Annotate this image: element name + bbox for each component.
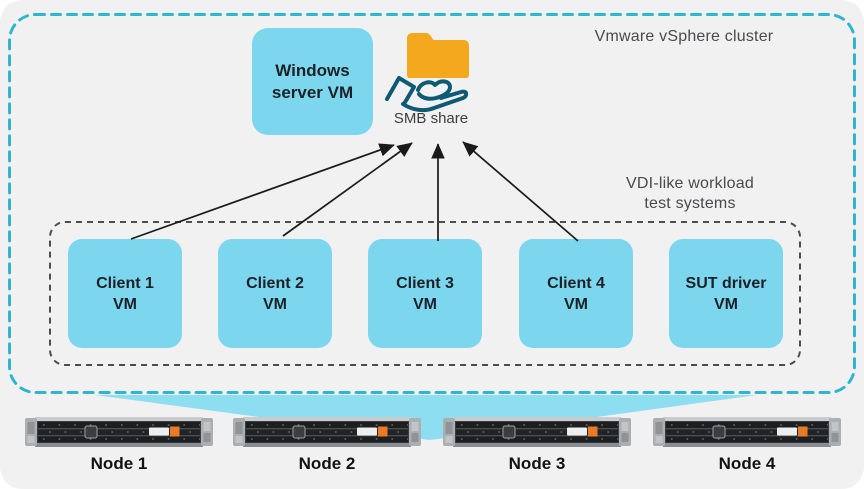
client-1-label-line1: Client 1 [96,274,154,292]
client-4-label-line1: Client 4 [547,274,605,292]
workload-label-line1: VDI-like workload [626,175,754,192]
client-2-label-line2: VM [263,295,287,313]
client-1-label-line2: VM [113,295,137,313]
node-4-label: Node 4 [718,454,776,473]
vm-box-sut-driver: SUT driver VM [669,239,783,348]
client-3-label-line1: Client 3 [396,274,454,292]
vm-box-client-1: Client 1 VM [68,239,182,348]
windows-server-vm-box: Windows server VM [252,28,373,135]
workload-label-line2: test systems [644,195,736,212]
node-1-group: Node 1 [25,416,213,474]
windows-server-vm-label-line1: Windows [275,60,350,80]
sut-driver-label-line2: VM [714,295,738,313]
rack-server-image [233,416,421,448]
rack-server-image [653,416,841,448]
vm-box-client-4: Client 4 VM [519,239,633,348]
client-2-label-line1: Client 2 [246,274,304,292]
node-2-group: Node 2 [233,416,421,474]
node-4-group: Node 4 [653,416,841,474]
windows-server-vm-label-line2: server VM [271,82,354,102]
node-1-label: Node 1 [90,454,148,473]
smb-share-label: SMB share [393,110,469,127]
workload-group-label: VDI-like workload test systems [590,174,790,214]
vm-box-client-3: Client 3 VM [368,239,482,348]
cluster-label: Vmware vSphere cluster [594,28,774,45]
rack-server-image [443,416,631,448]
node-2-label: Node 2 [298,454,356,473]
client-4-label-line2: VM [564,295,588,313]
node-3-group: Node 3 [443,416,631,474]
rack-server-image [25,416,213,448]
node-3-label: Node 3 [508,454,566,473]
sut-driver-label-line1: SUT driver [685,274,767,292]
vm-box-client-2: Client 2 VM [218,239,332,348]
client-3-label-line2: VM [413,295,437,313]
